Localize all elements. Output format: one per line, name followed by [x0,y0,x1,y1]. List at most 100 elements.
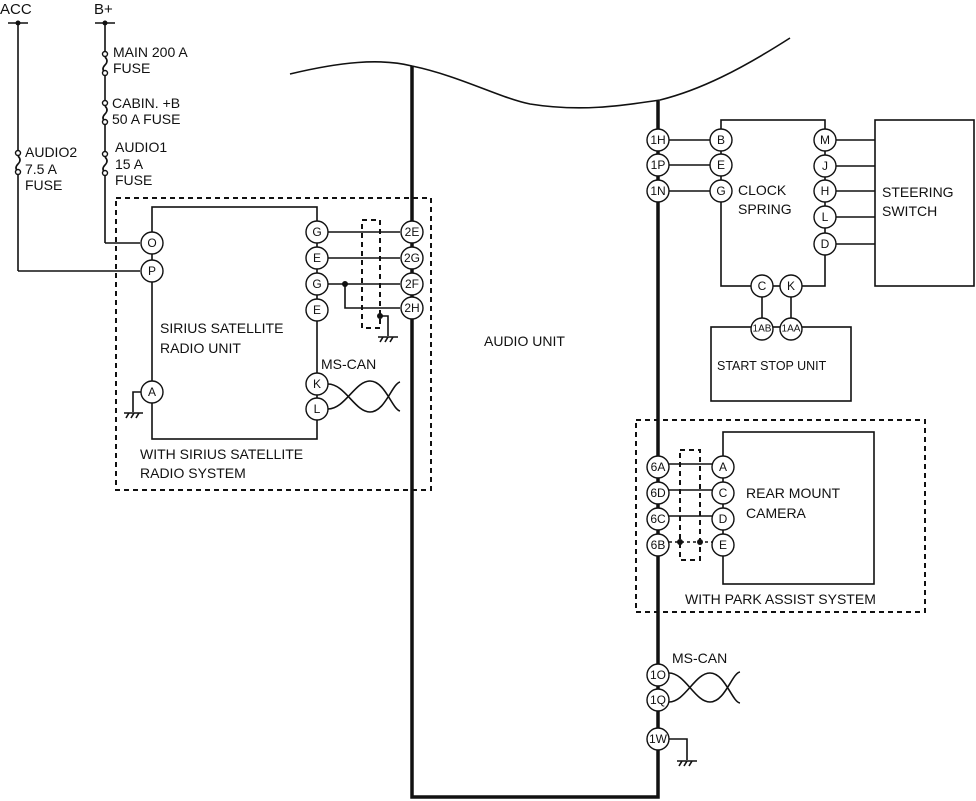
ground-icon [378,336,398,343]
connector-pin: 1AB [750,317,774,341]
connector-pin: 6D [646,481,670,505]
svg-text:E: E [313,303,321,317]
svg-text:WITH SIRIUS SATELLITE: WITH SIRIUS SATELLITE [140,446,303,462]
connector-pin: 1AA [779,317,803,341]
svg-text:SPRING: SPRING [738,201,792,217]
connector-pin: A [711,455,735,479]
connector-pin: 6A [646,455,670,479]
svg-text:1P: 1P [651,158,666,172]
svg-text:50 A FUSE: 50 A FUSE [112,111,180,127]
connector-pin: D [813,232,837,256]
svg-text:RADIO SYSTEM: RADIO SYSTEM [140,465,246,481]
svg-text:E: E [717,158,725,172]
svg-text:2H: 2H [404,301,419,315]
svg-text:REAR MOUNT: REAR MOUNT [746,485,841,501]
svg-text:A: A [719,460,727,474]
svg-text:M: M [820,133,830,147]
connector-pin: 1W [646,727,670,751]
connector-pin: P [140,259,164,283]
svg-text:WITH PARK ASSIST SYSTEM: WITH PARK ASSIST SYSTEM [685,591,876,607]
svg-text:2E: 2E [405,225,420,239]
svg-text:D: D [719,512,728,526]
ground-icon [677,760,697,767]
steering-switch [874,119,975,287]
svg-text:FUSE: FUSE [115,172,152,188]
acc-source: ACC AUDIO2 7.5 A FUSE [0,1,140,272]
svg-text:L: L [822,210,829,224]
svg-text:H: H [821,184,830,198]
audio-unit-label: AUDIO UNIT [484,333,565,349]
svg-text:7.5 A: 7.5 A [25,161,58,177]
connector-pin: 1O [646,663,670,687]
connector-pin: G [305,220,329,244]
svg-text:AUDIO1: AUDIO1 [115,139,167,155]
mscan-label: MS-CAN [321,356,376,372]
connector-pin: H [813,179,837,203]
svg-text:SWITCH: SWITCH [882,203,937,219]
svg-text:P: P [148,264,156,278]
connector-pin: E [711,533,735,557]
connector-pin: 1Q [646,688,670,712]
connector-pin: K [305,372,329,396]
bplus-label: B+ [94,1,113,18]
svg-text:6C: 6C [650,512,666,526]
svg-text:1Q: 1Q [650,693,666,707]
shield [361,219,381,329]
svg-text:E: E [313,251,321,265]
svg-text:6A: 6A [651,460,666,474]
connector-pin: G [709,179,733,203]
connector-pin: 1N [646,179,670,203]
connector-pin: 1P [646,153,670,177]
mscan-label: MS-CAN [672,650,727,666]
svg-text:FUSE: FUSE [25,177,62,193]
svg-text:2G: 2G [404,251,420,265]
connector-pin: D [711,507,735,531]
connector-pin: J [813,154,837,178]
svg-text:FUSE: FUSE [113,60,150,76]
svg-text:K: K [787,279,795,293]
connector-pin: M [813,128,837,152]
connector-pin: O [140,231,164,255]
connector-pin: B [709,128,733,152]
park-assist-boundary [635,419,926,613]
svg-text:1N: 1N [650,184,665,198]
svg-text:1AB: 1AB [753,324,772,335]
svg-text:SIRIUS SATELLITE: SIRIUS SATELLITE [160,320,283,336]
connector-pin: 2H [400,296,424,320]
acc-label: ACC [0,1,32,18]
svg-text:STEERING: STEERING [882,184,954,200]
connector-pin: C [711,481,735,505]
svg-text:E: E [719,538,727,552]
connector-pin: 2G [400,246,424,270]
svg-text:G: G [716,184,725,198]
svg-text:15 A: 15 A [115,156,144,172]
svg-text:O: O [147,236,156,250]
svg-text:1H: 1H [650,133,665,147]
svg-text:RADIO UNIT: RADIO UNIT [160,340,241,356]
svg-text:C: C [719,486,728,500]
svg-text:6D: 6D [650,486,666,500]
connector-pin: L [305,397,329,421]
svg-text:CAMERA: CAMERA [746,505,807,521]
svg-text:1AA: 1AA [782,324,801,335]
connector-pin: 6B [646,533,670,557]
svg-text:AUDIO2: AUDIO2 [25,144,77,160]
connector-pin: 2F [400,272,424,296]
fuse-terminal [14,149,22,157]
sirius-radio-unit [151,206,318,440]
svg-text:1W: 1W [649,732,668,746]
twisted-pair [327,381,401,413]
svg-text:A: A [148,385,156,399]
connector-pin: E [709,153,733,177]
connector-pin: 1H [646,128,670,152]
svg-text:MAIN 200 A: MAIN 200 A [113,44,188,60]
audio-unit-outline [410,66,660,799]
svg-text:CABIN. +B: CABIN. +B [112,95,180,111]
svg-text:J: J [822,159,828,173]
svg-text:CLOCK: CLOCK [738,182,787,198]
svg-text:K: K [313,377,321,391]
connector-pin: 6C [646,507,670,531]
connector-pin: L [813,205,837,229]
ground-icon [124,412,143,419]
